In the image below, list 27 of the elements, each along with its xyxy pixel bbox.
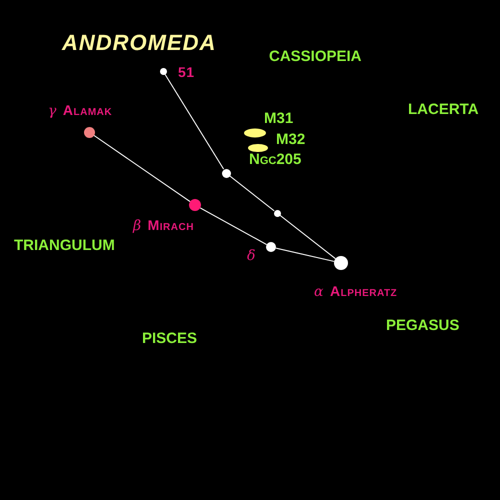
- constellation-line: [275, 248, 335, 262]
- constellation-line: [229, 175, 275, 212]
- star-dot: [84, 126, 94, 138]
- star-name: δ: [247, 247, 257, 264]
- constellation-name: LACERTA: [408, 101, 479, 118]
- star-name: β Mirach: [133, 217, 194, 234]
- star-dot: [160, 68, 166, 74]
- star-name: α Alpheratz: [314, 283, 398, 300]
- constellation-name: TRIANGULUM: [14, 237, 115, 254]
- star-dot: [334, 256, 348, 270]
- galaxy-name: M31: [264, 110, 294, 127]
- constellation-name: PEGASUS: [386, 317, 460, 334]
- constellation-name: CASSIOPEIA: [269, 48, 362, 65]
- constellation-line: [279, 214, 336, 260]
- constellation-name: PISCES: [142, 330, 198, 347]
- star-dot: [266, 242, 276, 252]
- galaxy-name: M32: [276, 131, 306, 148]
- star-name: γ Alamak: [48, 102, 112, 119]
- star-dot: [189, 199, 201, 211]
- galaxy-name: Ngc205: [249, 151, 302, 168]
- constellation-line: [164, 73, 224, 170]
- constellation-line: [200, 207, 268, 246]
- star-dot: [222, 168, 230, 178]
- title: ANDROMEDA: [62, 30, 216, 56]
- star-name: 51: [178, 64, 195, 80]
- star-dot: [274, 210, 280, 216]
- constellation-line: [93, 134, 191, 202]
